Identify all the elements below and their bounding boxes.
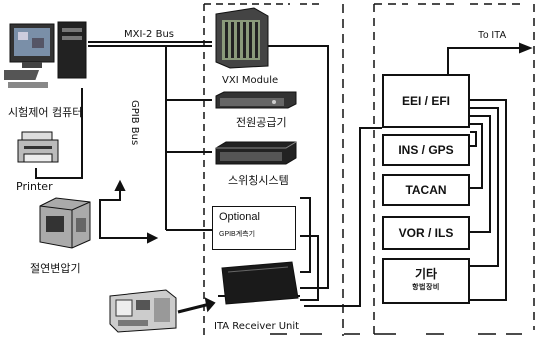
etc-label: 기타 [414, 267, 438, 281]
tacan-label: TACAN [405, 183, 447, 197]
transformer-icon [39, 197, 91, 249]
insulation-transformer-label: 절연변압기 [30, 262, 81, 275]
vxi-chassis-icon [215, 7, 269, 69]
vor-ils-label: VOR / ILS [398, 226, 454, 240]
power-supply-label: 전원공급기 [236, 116, 287, 129]
ita-receiver-label: ITA Receiver Unit [214, 321, 300, 332]
to-ita-label: To ITA [478, 30, 507, 41]
ita-receiver-icon [221, 261, 299, 305]
etc-sub-label: 항법장비 [412, 284, 440, 291]
mxi-bus-label: MXI-2 Bus [124, 29, 174, 40]
ins-gps-box: INS / GPS [382, 134, 470, 166]
switch-system-icon [215, 141, 297, 165]
gpib-bus-label: GPIB Bus [129, 100, 140, 146]
computer-icon [4, 21, 87, 88]
switch-system-label: 스위칭시스템 [228, 174, 289, 187]
eei-efi-box: EEI / EFI [382, 74, 470, 128]
ins-gps-label: INS / GPS [398, 143, 454, 157]
power-supply-icon [215, 91, 297, 109]
optional-instrument-box: Optional GPIB계측기 [212, 206, 296, 250]
optional-sub-label: GPIB계측기 [219, 231, 256, 238]
optional-label: Optional [219, 211, 260, 223]
eei-efi-label: EEI / EFI [401, 94, 450, 108]
printer-label: Printer [16, 180, 53, 193]
handheld-device-icon [109, 289, 177, 333]
printer-icon [17, 131, 59, 163]
vor-ils-box: VOR / ILS [382, 216, 470, 250]
vxi-module-label: VXI Module [222, 75, 279, 86]
tacan-box: TACAN [382, 174, 470, 206]
etc-nav-box: 기타 항법장비 [382, 258, 470, 304]
test-computer-label: 시험제어 컴퓨터 [8, 106, 83, 119]
